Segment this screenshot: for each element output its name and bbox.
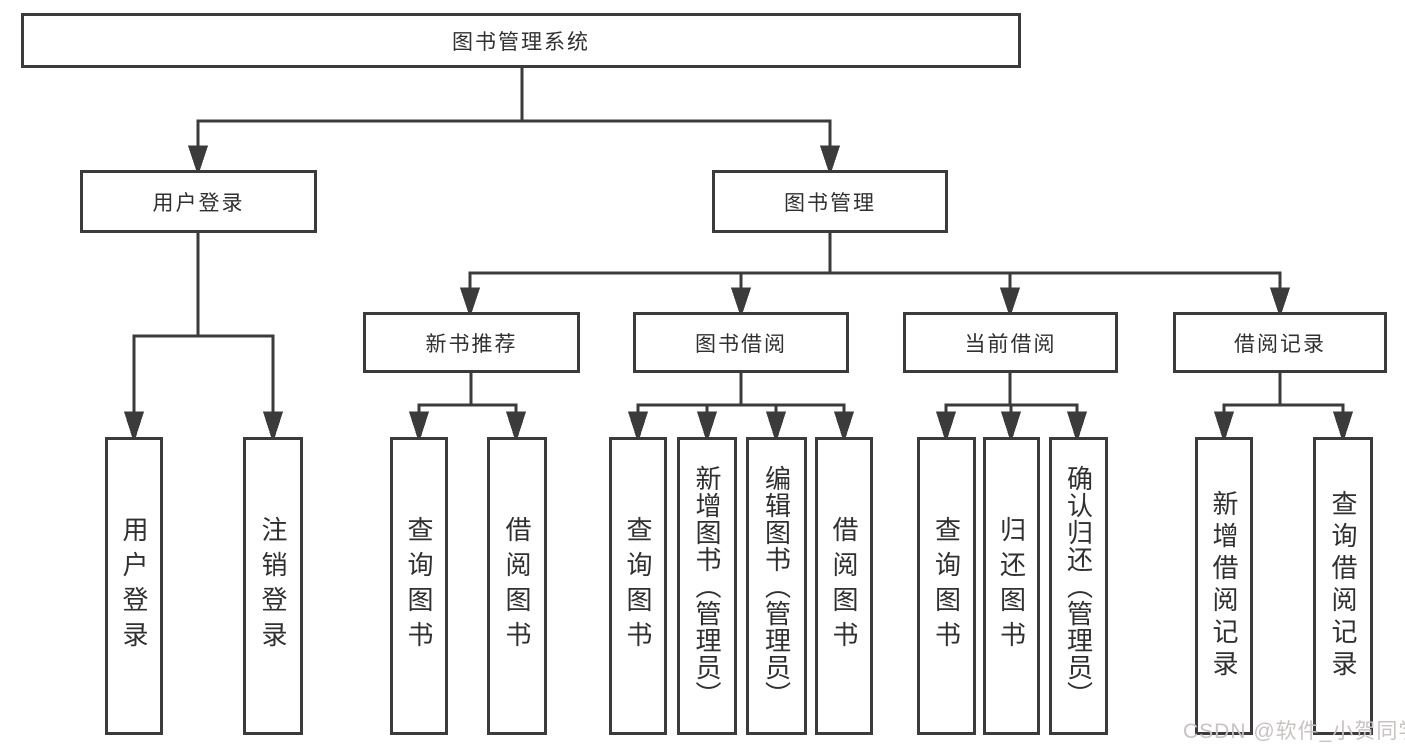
node-current-borrow: 当前借阅 <box>903 312 1118 373</box>
arrow-book-borrow <box>730 287 752 318</box>
leaf-cb-return-books: 归还图书 <box>983 437 1040 735</box>
node-book-borrow: 图书借阅 <box>633 312 849 373</box>
leaf-bb-borrow-books-label: 借阅图书 <box>829 516 859 656</box>
leaf-cb-return-books-label: 归还图书 <box>996 516 1027 656</box>
arrow-borrow-records <box>1269 287 1291 318</box>
arrow-cb-leaf2 <box>1000 411 1022 443</box>
arrow-cb-leaf3 <box>1066 411 1088 443</box>
node-book-borrow-label: 图书借阅 <box>695 332 787 356</box>
node-new-books: 新书推荐 <box>363 312 580 373</box>
node-root-label: 图书管理系统 <box>452 30 590 54</box>
node-user-login: 用户登录 <box>80 170 317 233</box>
leaf-nb-borrow-books: 借阅图书 <box>487 437 547 735</box>
node-borrow-records: 借阅记录 <box>1173 312 1387 373</box>
arrow-login-leaf <box>123 411 145 443</box>
node-book-management-label: 图书管理 <box>784 191 876 215</box>
csdn-watermark: CSDN @软件_小贺同学 <box>1183 720 1405 743</box>
leaf-bb-edit-books-admin-label: 编辑图书（管理员） <box>761 464 792 708</box>
leaf-cb-query-books-label: 查询图书 <box>931 516 962 656</box>
leaf-br-query-record: 查询借阅记录 <box>1313 437 1373 735</box>
arrow-br-leaf1 <box>1213 411 1235 443</box>
arrow-br-leaf2 <box>1332 411 1354 443</box>
leaf-user-login-label: 用户登录 <box>119 516 149 656</box>
leaf-bb-add-books-admin-label: 新增图书（管理员） <box>692 464 722 708</box>
arrow-bb-leaf1 <box>627 411 649 443</box>
arrow-new-books <box>459 287 481 318</box>
leaf-bb-query-books: 查询图书 <box>609 437 667 735</box>
arrow-book-management <box>819 145 841 176</box>
node-book-management: 图书管理 <box>712 170 948 233</box>
node-root: 图书管理系统 <box>21 13 1021 68</box>
leaf-br-add-record-label: 新增借阅记录 <box>1209 490 1239 682</box>
leaf-nb-borrow-books-label: 借阅图书 <box>502 516 532 656</box>
leaf-user-login: 用户登录 <box>105 437 163 735</box>
arrow-nb-leaf2 <box>505 411 527 443</box>
leaf-br-query-record-label: 查询借阅记录 <box>1328 490 1358 682</box>
node-current-borrow-label: 当前借阅 <box>964 332 1057 356</box>
node-new-books-label: 新书推荐 <box>425 332 518 356</box>
leaf-br-add-record: 新增借阅记录 <box>1195 437 1253 735</box>
arrow-logout-leaf <box>262 411 284 443</box>
arrow-bb-leaf3 <box>765 411 787 443</box>
leaf-nb-query-books-label: 查询图书 <box>404 516 434 656</box>
leaf-logout-label: 注销登录 <box>258 516 288 656</box>
arrow-cb-leaf1 <box>935 411 957 443</box>
node-borrow-records-label: 借阅记录 <box>1234 332 1326 356</box>
arrow-bb-leaf2 <box>696 411 718 443</box>
leaf-bb-edit-books-admin: 编辑图书（管理员） <box>746 437 807 735</box>
leaf-logout: 注销登录 <box>243 437 303 735</box>
arrow-user-login <box>187 145 209 176</box>
arrow-bb-leaf4 <box>833 411 855 443</box>
arrow-nb-leaf1 <box>408 411 430 443</box>
leaf-bb-borrow-books: 借阅图书 <box>815 437 873 735</box>
arrow-current-borrow <box>999 287 1021 318</box>
node-user-login-label: 用户登录 <box>152 191 245 215</box>
leaf-bb-add-books-admin: 新增图书（管理员） <box>677 437 737 735</box>
leaf-cb-confirm-return-admin-label: 确认归还（管理员） <box>1063 464 1094 708</box>
leaf-cb-confirm-return-admin: 确认归还（管理员） <box>1049 437 1108 735</box>
leaf-nb-query-books: 查询图书 <box>390 437 448 735</box>
leaf-bb-query-books-label: 查询图书 <box>623 516 653 656</box>
leaf-cb-query-books: 查询图书 <box>917 437 976 735</box>
